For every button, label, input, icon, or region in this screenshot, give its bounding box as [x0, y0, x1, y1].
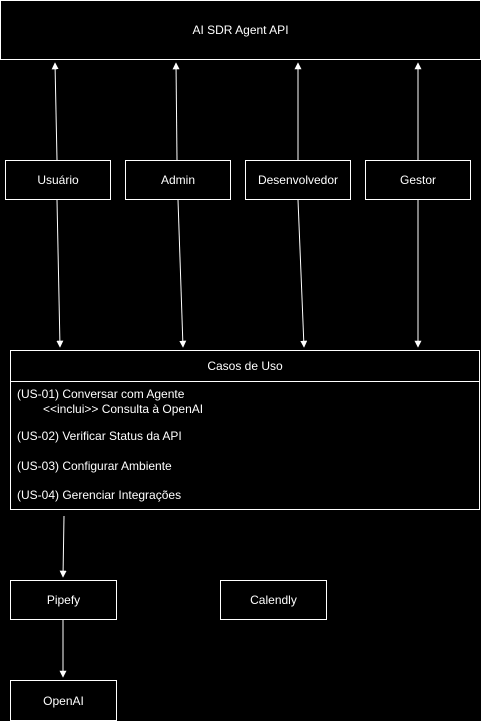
usecases-pipefy-edge: [59, 515, 67, 578]
actor-admin-label: Admin: [160, 173, 195, 187]
use-case-us03-text: (US-03) Configurar Ambiente: [17, 459, 172, 473]
integration-openai: OpenAI: [10, 680, 117, 721]
integration-pipefy-label: Pipefy: [46, 593, 81, 607]
use-case-us02: (US-02) Verificar Status da API: [17, 429, 182, 444]
actor-desenvolvedor-label: Desenvolvedor: [257, 173, 339, 187]
usuario-system-edge: [51, 62, 59, 161]
system-title: AI SDR Agent API: [192, 23, 289, 37]
use-cases-title: Casos de Uso: [11, 351, 479, 382]
actor-usuario-label: Usuário: [37, 173, 79, 187]
admin-system-edge: [172, 62, 180, 161]
use-cases-box: Casos de Uso (US-01) Conversar com Agent…: [10, 350, 480, 510]
integration-calendly: Calendly: [220, 580, 327, 620]
use-cases-title-text: Casos de Uso: [207, 359, 283, 373]
use-case-us02-text: (US-02) Verificar Status da API: [17, 429, 182, 443]
use-case-us01-text: (US-01) Conversar com Agente: [17, 387, 185, 401]
usuario-usecases-edge: [56, 199, 64, 348]
integration-openai-label: OpenAI: [43, 693, 84, 708]
use-case-us03: (US-03) Configurar Ambiente: [17, 459, 172, 474]
actor-admin: Admin: [125, 160, 231, 200]
actor-desenvolvedor: Desenvolvedor: [245, 160, 351, 200]
system-box: AI SDR Agent API: [0, 0, 481, 60]
use-case-us01-include-text: <<inclui>> Consulta à OpenAI: [43, 402, 204, 416]
actor-usuario: Usuário: [5, 160, 111, 200]
use-case-us04-text: (US-04) Gerenciar Integrações: [17, 488, 182, 502]
actor-gestor: Gestor: [365, 160, 471, 200]
integration-pipefy: Pipefy: [10, 580, 117, 620]
use-case-us04: (US-04) Gerenciar Integrações: [17, 488, 181, 503]
dev-usecases-edge: [297, 199, 308, 348]
admin-usecases-edge: [177, 199, 187, 348]
use-case-us01-include: <<inclui>> Consulta à OpenAI: [43, 402, 203, 417]
integration-calendly-label: Calendly: [250, 593, 297, 607]
use-case-us01: (US-01) Conversar com Agente: [17, 387, 184, 402]
actor-gestor-label: Gestor: [399, 173, 436, 187]
